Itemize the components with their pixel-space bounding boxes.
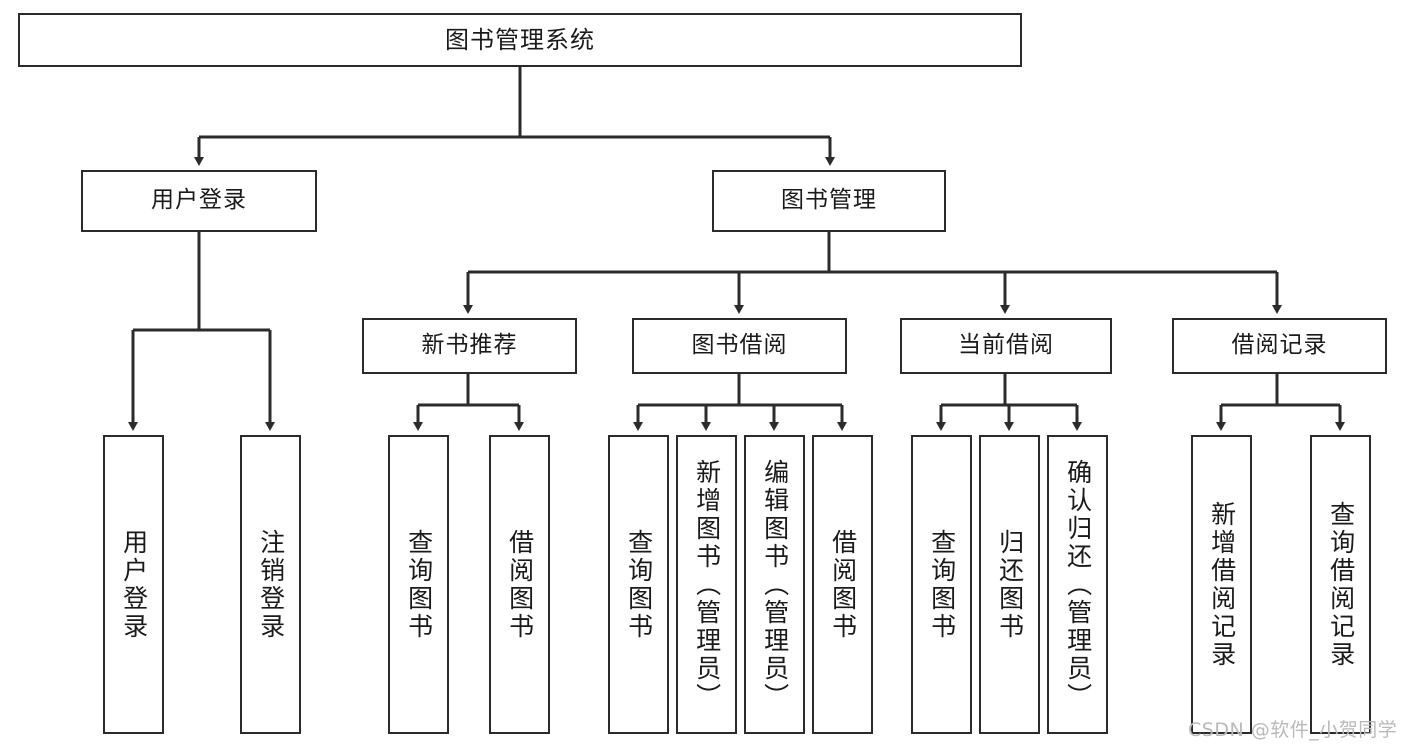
leaf-logout[interactable]: 注销登录 — [240, 435, 301, 734]
leaf-query-book-borrow[interactable]: 查询图书 — [608, 435, 669, 734]
node-borrow-record[interactable]: 借阅记录 — [1172, 318, 1387, 374]
leaf-label: 查询图书 — [404, 528, 434, 641]
leaf-label: 借阅图书 — [505, 528, 535, 641]
node-label: 新书推荐 — [421, 332, 518, 359]
leaf-label: 编辑图书（管理员） — [760, 458, 790, 711]
leaf-query-book-current[interactable]: 查询图书 — [911, 435, 972, 734]
node-book-management[interactable]: 图书管理 — [712, 170, 946, 232]
leaf-label: 归还图书 — [995, 528, 1025, 641]
leaf-label: 确认归还（管理员） — [1063, 458, 1093, 711]
leaf-add-book-admin[interactable]: 新增图书（管理员） — [676, 435, 737, 734]
leaf-label: 注销登录 — [256, 528, 286, 641]
node-new-book-recommendation[interactable]: 新书推荐 — [362, 318, 577, 374]
node-current-borrow[interactable]: 当前借阅 — [900, 318, 1112, 374]
watermark-text: CSDN @软件_小贺同学 — [1188, 719, 1398, 741]
node-user-login[interactable]: 用户登录 — [81, 170, 317, 232]
node-label: 图书借阅 — [691, 332, 788, 359]
leaf-label: 查询图书 — [624, 528, 654, 641]
leaf-user-login[interactable]: 用户登录 — [103, 435, 164, 734]
leaf-label: 用户登录 — [119, 528, 149, 641]
leaf-query-book-new[interactable]: 查询图书 — [388, 435, 449, 734]
leaf-label: 查询图书 — [927, 528, 957, 641]
leaf-label: 新增借阅记录 — [1207, 500, 1237, 669]
leaf-label: 查询借阅记录 — [1326, 500, 1356, 669]
node-root-book-management-system[interactable]: 图书管理系统 — [18, 13, 1022, 67]
leaf-label: 借阅图书 — [828, 528, 858, 641]
node-label: 图书管理 — [781, 187, 877, 214]
node-book-borrow[interactable]: 图书借阅 — [632, 318, 847, 374]
leaf-label: 新增图书（管理员） — [692, 458, 722, 711]
leaf-edit-book-admin[interactable]: 编辑图书（管理员） — [744, 435, 805, 734]
leaf-borrow-book-new[interactable]: 借阅图书 — [489, 435, 550, 734]
leaf-add-borrow-record[interactable]: 新增借阅记录 — [1191, 435, 1252, 734]
node-label: 用户登录 — [151, 187, 247, 214]
leaf-borrow-book[interactable]: 借阅图书 — [812, 435, 873, 734]
node-label: 借阅记录 — [1231, 332, 1328, 359]
csdn-watermark: CSDN @软件_小贺同学 — [1188, 715, 1397, 742]
node-label: 当前借阅 — [958, 332, 1054, 359]
node-label: 图书管理系统 — [445, 25, 595, 54]
leaf-return-book[interactable]: 归还图书 — [979, 435, 1040, 734]
leaf-confirm-return-admin[interactable]: 确认归还（管理员） — [1047, 435, 1108, 734]
leaf-query-borrow-record[interactable]: 查询借阅记录 — [1310, 435, 1371, 734]
